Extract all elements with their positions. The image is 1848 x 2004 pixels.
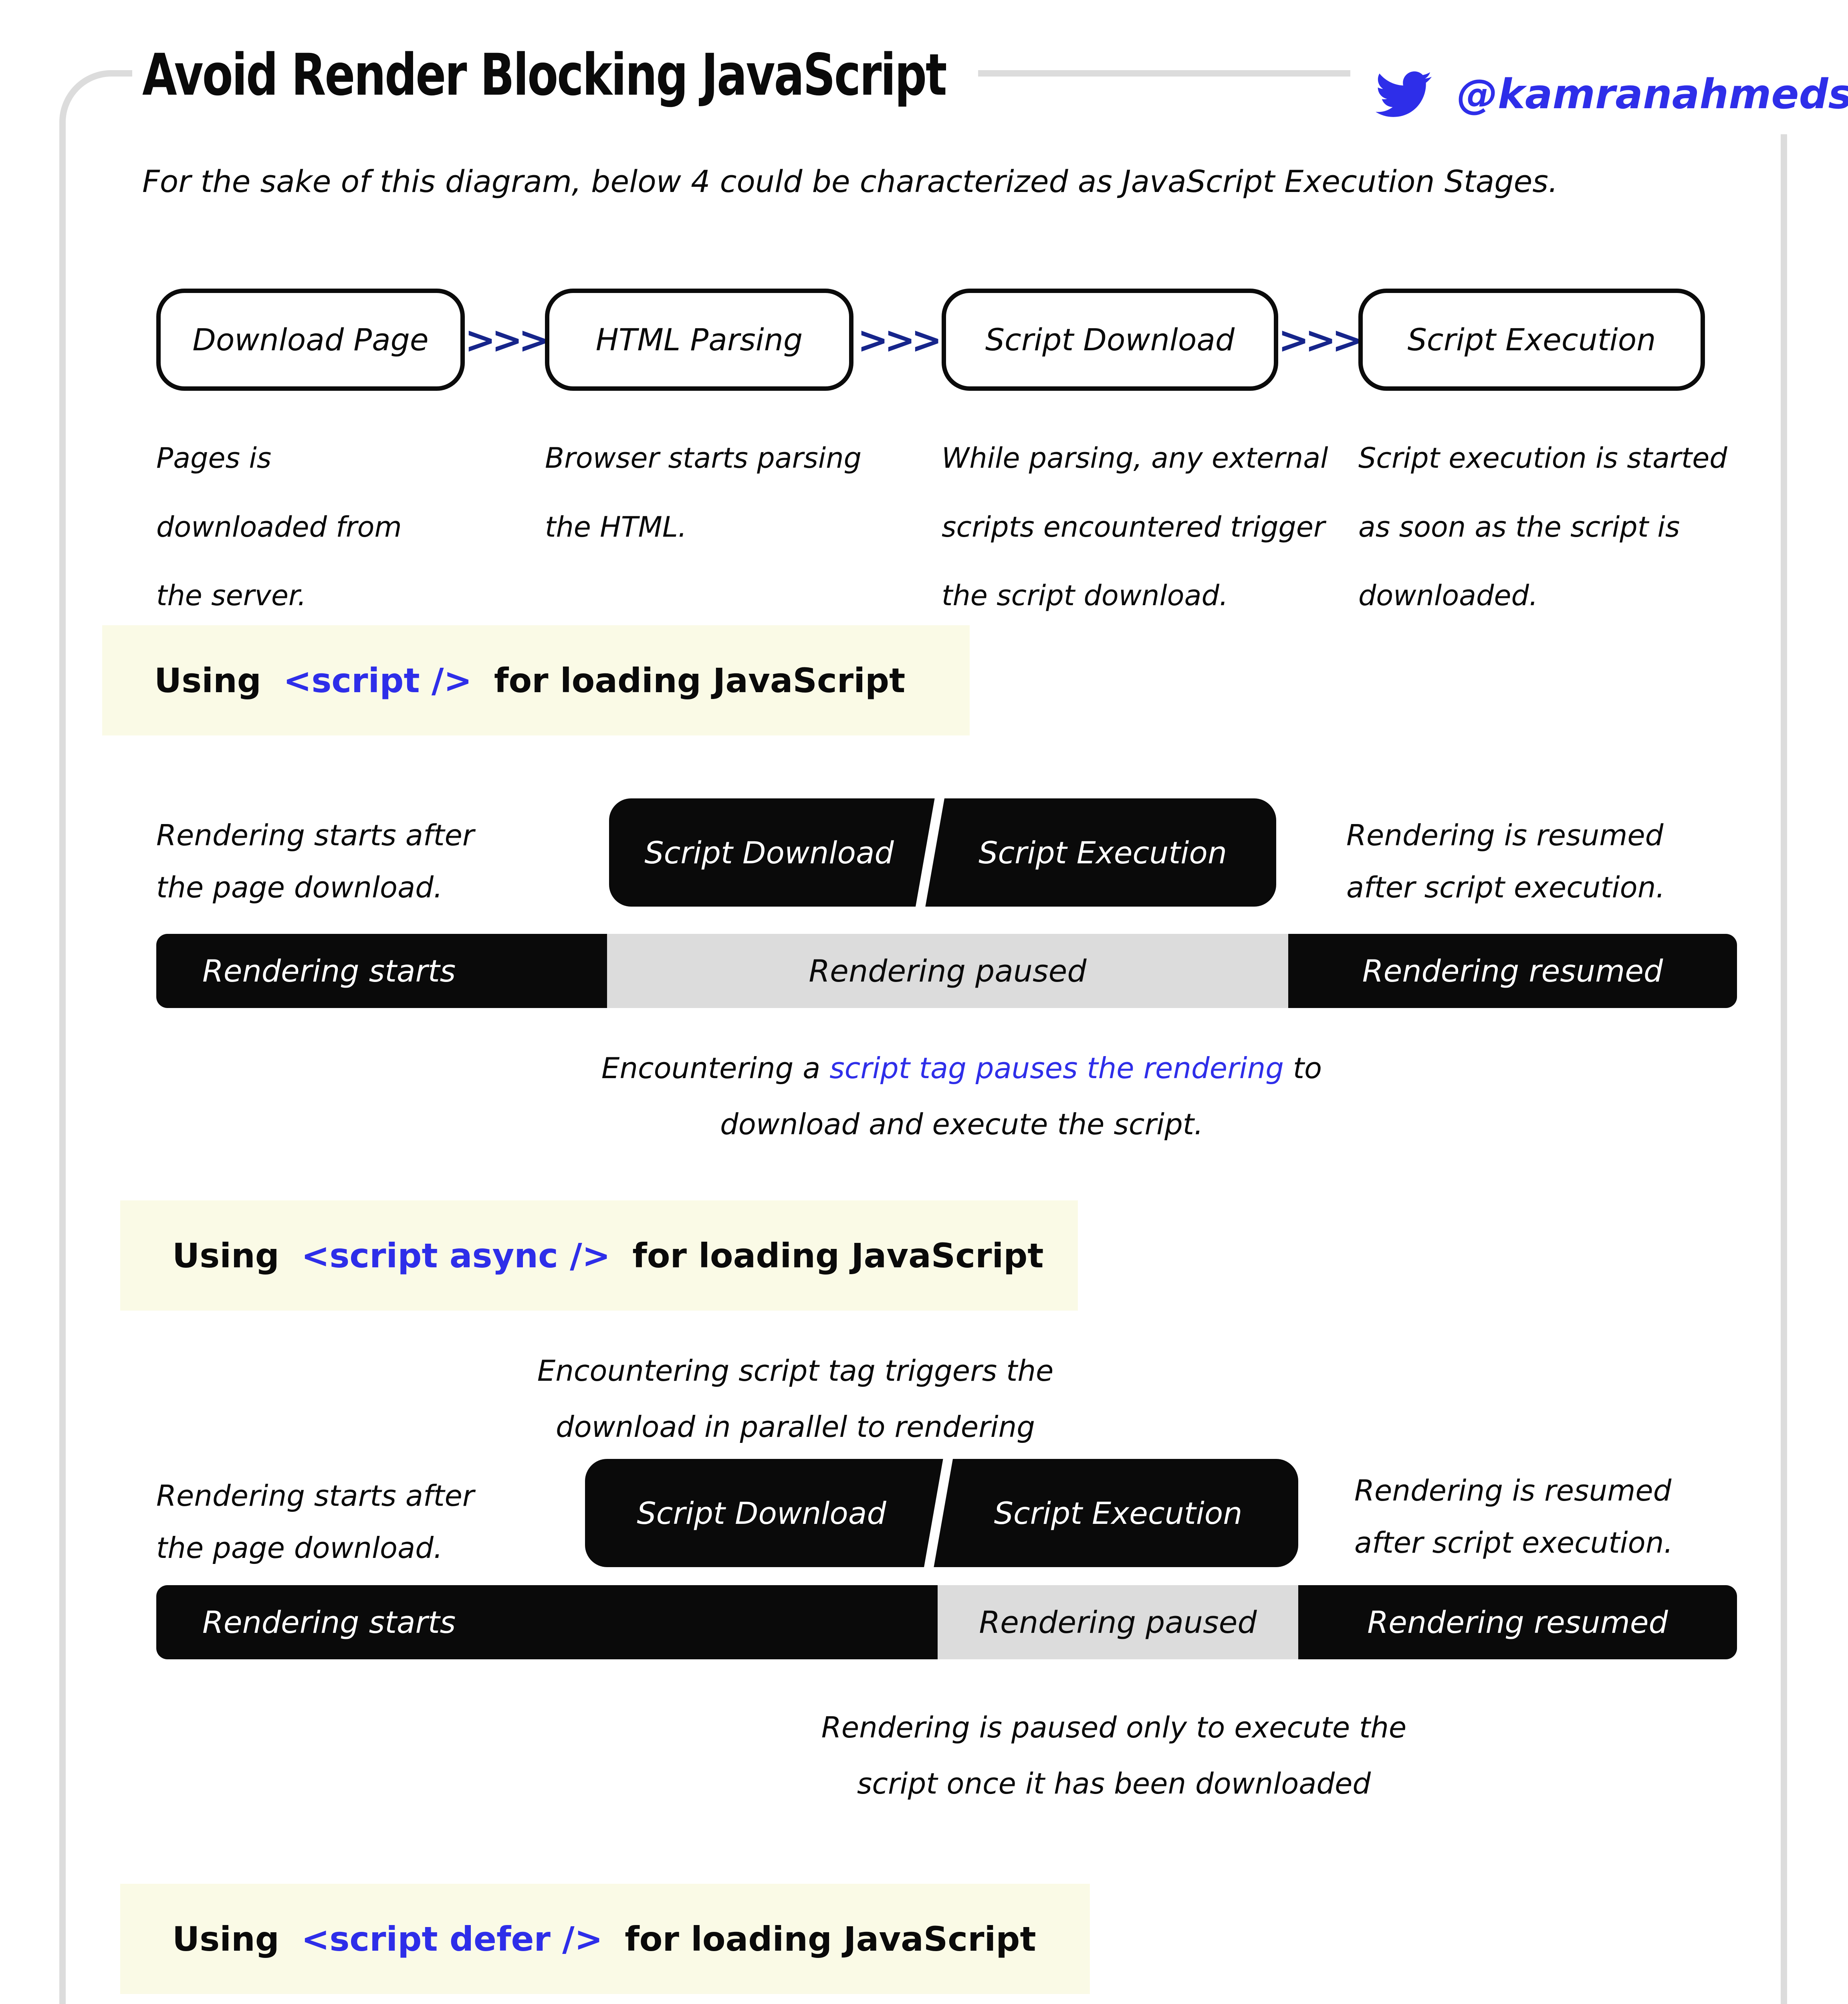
page-subtitle: For the sake of this diagram, below 4 co… (142, 164, 1558, 199)
right-note: Rendering is resumed after script execut… (1346, 818, 1665, 904)
caption-text: to download and execute the script. (720, 1051, 1322, 1141)
heading-prefix: Using (172, 1919, 279, 1959)
section-heading-script: Using <script /> for loading JavaScript (102, 625, 970, 735)
script-download-segment: Script Download (637, 1495, 886, 1531)
chevron-arrow-icon: >>> (465, 319, 549, 362)
section-caption: Rendering is paused only to execute the … (821, 1711, 1407, 1801)
heading-prefix: Using (154, 661, 261, 700)
heading-code: <script async /> (301, 1236, 611, 1275)
bar-rendering-paused: Rendering paused (938, 1585, 1298, 1659)
twitter-handle: @kamranahmedse (1457, 70, 1848, 118)
caption-text: Encountering a (601, 1051, 830, 1085)
bar-rendering-paused: Rendering paused (607, 934, 1288, 1008)
section-heading-script-defer: Using <script defer /> for loading JavaS… (120, 1884, 1090, 1994)
section-caption: Encountering a script tag pauses the ren… (581, 1040, 1342, 1153)
script-timeline-pill: Script Download Script Execution (609, 798, 1276, 907)
heading-code: <script defer /> (301, 1919, 603, 1959)
bar-rendering-starts: Rendering starts (156, 1585, 938, 1659)
stage-box-download-page: Download Page (156, 289, 465, 391)
script-download-segment: Script Download (644, 834, 894, 871)
chevron-arrow-icon: >>> (857, 319, 942, 362)
left-note: Rendering starts after the page download… (156, 818, 474, 904)
stage-label: Script Download (985, 322, 1235, 358)
section-heading-script-async: Using <script async /> for loading JavaS… (120, 1200, 1078, 1311)
stage-box-html-parsing: HTML Parsing (545, 289, 853, 391)
right-note: Rendering is resumed after script execut… (1354, 1474, 1673, 1560)
stage-description: Script execution is started as soon as t… (1358, 442, 1727, 612)
bar-rendering-resumed: Rendering resumed (1288, 934, 1737, 1008)
left-note: Rendering starts after the page download… (156, 1479, 474, 1565)
heading-code: <script /> (283, 661, 472, 700)
stage-description: Pages is downloaded from the server. (156, 442, 402, 612)
bar-rendering-starts: Rendering starts (156, 934, 607, 1008)
stage-label: Download Page (192, 322, 429, 358)
stage-description: While parsing, any external scripts enco… (942, 442, 1328, 612)
script-timeline-pill: Script Download Script Execution (585, 1459, 1298, 1567)
heading-prefix: Using (172, 1236, 279, 1275)
heading-suffix: for loading JavaScript (494, 661, 906, 700)
stage-box-script-execution: Script Execution (1358, 289, 1705, 391)
heading-suffix: for loading JavaScript (625, 1919, 1036, 1959)
stage-box-script-download: Script Download (942, 289, 1278, 391)
chevron-arrow-icon: >>> (1278, 319, 1363, 362)
stage-description: Browser starts parsing the HTML. (545, 442, 862, 543)
script-execution-segment: Script Execution (978, 834, 1227, 871)
script-execution-segment: Script Execution (994, 1495, 1243, 1531)
heading-suffix: for loading JavaScript (632, 1236, 1044, 1275)
page-title: Avoid Render Blocking JavaScript (132, 39, 978, 121)
stage-label: HTML Parsing (595, 322, 803, 358)
stage-label: Script Execution (1407, 322, 1656, 358)
caption-highlight: script tag pauses the rendering (829, 1051, 1284, 1085)
card-outline (59, 70, 1787, 2004)
twitter-icon (1376, 71, 1432, 117)
note-above: Encountering script tag triggers the dow… (537, 1354, 1054, 1444)
twitter-attribution[interactable]: @kamranahmedse (1350, 54, 1848, 134)
bar-rendering-resumed: Rendering resumed (1298, 1585, 1737, 1659)
